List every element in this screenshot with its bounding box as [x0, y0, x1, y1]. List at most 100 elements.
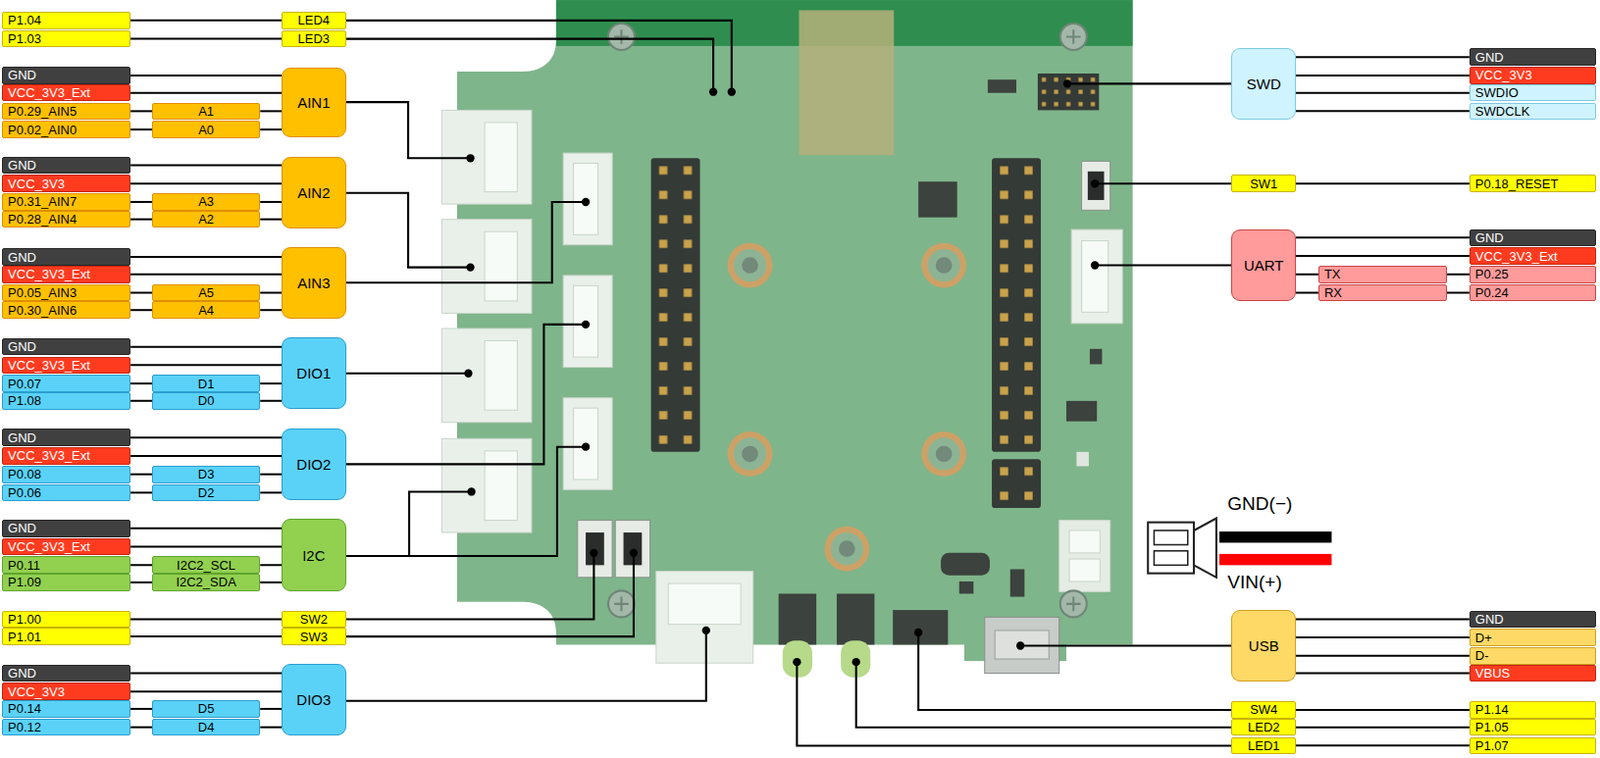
- wire: [130, 473, 153, 476]
- wire: [1295, 273, 1319, 276]
- pin-label-box: SW1: [1231, 174, 1296, 193]
- wire: [130, 400, 153, 403]
- pin-label-box: P0.12: [1, 719, 131, 737]
- pin-label-box: VCC_3V3_Ext: [1, 447, 131, 465]
- wire: [1446, 292, 1470, 295]
- radio-module: [798, 9, 894, 155]
- wire: [1295, 92, 1470, 95]
- wire: [259, 109, 282, 112]
- pin-label-box: VCC_3V3: [1, 682, 131, 701]
- pin-label-box: P1.04: [1, 11, 131, 30]
- power-wire-label: VIN(+): [1227, 571, 1282, 594]
- wire: [130, 273, 282, 276]
- pin-label-box: LED1: [1231, 737, 1296, 756]
- group-name: AIN3: [297, 274, 330, 292]
- wire: [1295, 236, 1470, 239]
- wire: [1295, 182, 1470, 185]
- connector-group-box: I2C: [281, 518, 347, 592]
- connector-group-box: DIO1: [281, 337, 347, 410]
- pin-name: P0.31_AIN7: [7, 194, 77, 209]
- pin-name: VCC_3V3: [7, 176, 65, 192]
- pin-name: P1.03: [7, 31, 42, 47]
- pin-label-box: GND: [1469, 229, 1597, 248]
- pin-label-box: GND: [1469, 48, 1597, 66]
- pin-label-box: GND: [1, 665, 131, 683]
- wire: [130, 163, 282, 166]
- pin-name: GND: [7, 666, 37, 681]
- pin-label-box: P1.03: [1, 30, 131, 49]
- connector-group-box: USB: [1231, 610, 1296, 682]
- pin-label-box: I2C2_SCL: [152, 556, 260, 574]
- wire: [1295, 109, 1470, 112]
- pin-label-box: D2: [152, 484, 260, 503]
- pin-label-box: A3: [152, 193, 260, 211]
- group-name: UART: [1243, 257, 1285, 274]
- wire: [130, 92, 282, 95]
- pin-name: P0.08: [7, 466, 42, 482]
- group-name: I2C: [302, 547, 325, 565]
- wire: [130, 455, 282, 458]
- wire: [1295, 726, 1470, 729]
- wire: [130, 363, 282, 366]
- pin-name: P1.05: [1475, 720, 1509, 735]
- pin-name: P0.25: [1475, 266, 1509, 282]
- battery-plug: [1147, 517, 1332, 577]
- wire: [130, 218, 153, 221]
- pin-name: D1: [198, 376, 215, 392]
- pin-label-box: VCC_3V3_Ext: [1, 265, 131, 284]
- pin-name: RX: [1324, 285, 1342, 301]
- pin-label-box: LED4: [281, 11, 347, 30]
- pin-name: P1.14: [1475, 702, 1509, 718]
- pin-label-box: LED2: [1231, 719, 1296, 737]
- group-name: USB: [1248, 637, 1280, 655]
- wire: [130, 109, 153, 112]
- pin-name: I2C2_SCL: [176, 558, 236, 573]
- pin-label-box: P0.18_RESET: [1469, 174, 1597, 193]
- small-parts: [918, 79, 1102, 597]
- wire: [259, 218, 282, 221]
- connector-group-box: DIO2: [281, 428, 347, 501]
- pin-label-box: D0: [152, 392, 260, 411]
- wire: [259, 708, 282, 711]
- pin-name: A0: [198, 122, 214, 138]
- pin-name: VCC_3V3_Ext: [7, 539, 91, 555]
- wire: [1295, 744, 1470, 747]
- pin-name: I2C2_SDA: [175, 574, 236, 590]
- pin-name: LED4: [298, 12, 331, 28]
- pin-label-box: P0.11: [1, 556, 131, 574]
- pin-label-box: D1: [152, 374, 260, 393]
- pin-label-box: VCC_3V3_Ext: [1, 357, 131, 375]
- wire: [1295, 255, 1470, 258]
- pin-label-box: SW3: [281, 627, 347, 646]
- pin-label-box: SWDCLK: [1469, 103, 1597, 121]
- pin-label-box: VCC_3V3_Ext: [1, 538, 131, 557]
- pin-name: VCC_3V3: [1475, 67, 1533, 83]
- pin-label-box: GND: [1469, 611, 1597, 629]
- leds: [778, 593, 876, 677]
- pin-label-box: P1.01: [1, 627, 131, 646]
- pin-label-box: A1: [152, 103, 260, 121]
- pin-label-box: D3: [152, 465, 260, 484]
- pin-label-box: LED3: [281, 30, 347, 49]
- wire: [130, 201, 153, 204]
- pin-label-box: P1.07: [1469, 737, 1597, 756]
- wire: [130, 491, 153, 494]
- wire: [1295, 672, 1470, 675]
- pin-name: VCC_3V3_Ext: [7, 266, 91, 282]
- wire: [259, 491, 282, 494]
- pin-label-box: P1.09: [1, 573, 131, 592]
- pin-name: GND: [7, 520, 37, 536]
- pin-name: VCC_3V3_Ext: [1475, 249, 1558, 264]
- pin-label-box: P0.14: [1, 700, 131, 719]
- wire: [1295, 292, 1319, 295]
- group-name: AIN2: [297, 184, 330, 202]
- wire: [1446, 273, 1470, 276]
- wire: [130, 292, 153, 295]
- leader-dots: [464, 79, 1099, 667]
- wire: [259, 128, 282, 131]
- leader-lines: [346, 20, 1233, 747]
- wire: [130, 635, 282, 638]
- pin-name: P1.07: [1475, 738, 1509, 754]
- pin-label-box: P0.05_AIN3: [1, 284, 131, 303]
